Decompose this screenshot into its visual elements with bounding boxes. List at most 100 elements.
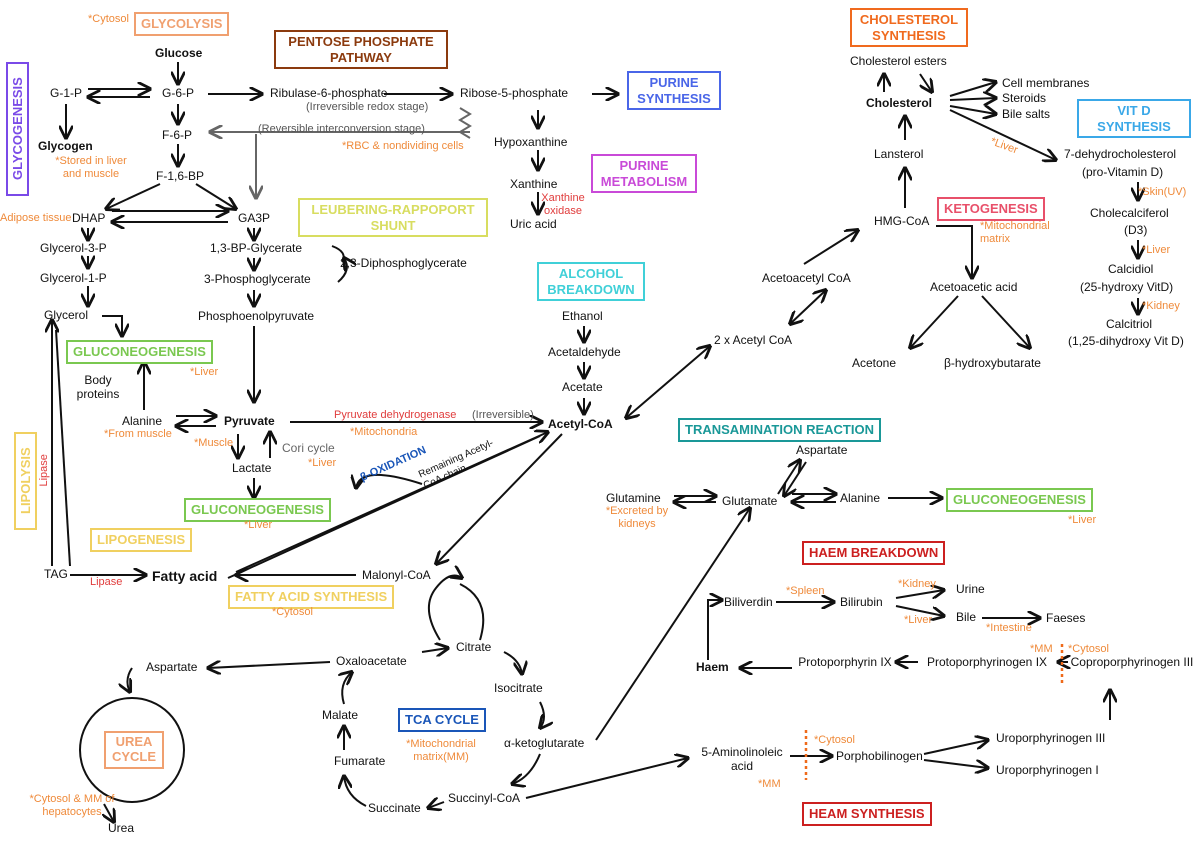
fatty-acid-node: Fatty acid: [152, 568, 218, 584]
vitd-synthesis-title: VIT D SYNTHESIS: [1077, 99, 1191, 139]
tag-node: TAG: [44, 567, 68, 581]
glycerol-3p-node: Glycerol-3-P: [40, 241, 107, 255]
pyruvate-node: Pyruvate: [224, 414, 275, 428]
vitd-kidney-note: *Kidney: [1142, 300, 1180, 312]
gluconeo-liver-note-2: *Liver: [244, 519, 273, 531]
ribulase-node: Ribulase-6-phosphate: [270, 86, 388, 100]
porphobilinogen-node: Porphobilinogen: [836, 749, 923, 763]
leubering-rappoport-title: LEUBERING-RAPPOPORT SHUNT: [298, 198, 488, 238]
mm-synthesis-note: *MM: [758, 778, 781, 790]
aspartate-urea-node: Aspartate: [146, 660, 198, 674]
remaining-acetyl-coa-note: Remaining Acetyl-CoA chain: [417, 437, 496, 492]
dpg23-node: 2,3-Diphosphoglycerate: [340, 256, 467, 270]
adipose-tissue-note: Adipose tissue: [0, 212, 72, 224]
glycolysis-location-note: *Cytosol: [88, 13, 129, 25]
bile-node: Bile: [956, 610, 977, 624]
acetone-node: Acetone: [852, 356, 897, 370]
lipase-note: Lipase: [90, 576, 123, 588]
mitochondria-note: *Mitochondria: [350, 426, 418, 438]
lansterol-node: Lansterol: [874, 147, 924, 161]
xanthine-oxidase-note: Xanthine oxidase: [541, 192, 585, 217]
rbc-note: *RBC & nondividing cells: [342, 140, 464, 152]
cholesterol-esters-node: Cholesterol esters: [850, 54, 947, 68]
pentose-phosphate-title: PENTOSE PHOSPHATE PATHWAY: [274, 30, 448, 70]
hypoxanthine-node: Hypoxanthine: [494, 135, 568, 149]
heam-synthesis-title: HEAM SYNTHESIS: [802, 802, 932, 826]
cholesterol-synthesis-title: CHOLESTEROL SYNTHESIS: [850, 8, 968, 48]
xanthine-node: Xanthine: [510, 177, 558, 191]
glucose-node: Glucose: [155, 46, 203, 60]
fatty-acid-synthesis-location-note: *Cytosol: [272, 606, 313, 618]
cholecalciferol-node: Cholecalciferol: [1090, 206, 1169, 220]
glycerol-node: Glycerol: [44, 308, 89, 322]
gluconeogenesis-title-3: GLUCONEOGENESIS: [946, 488, 1093, 512]
pep-node: Phosphoenolpyruvate: [198, 309, 315, 323]
cytosol-synthesis-note: *Cytosol: [814, 734, 855, 746]
ethanol-node: Ethanol: [562, 309, 603, 323]
biliverdin-node: Biliverdin: [724, 595, 773, 609]
bpg13-node: 1,3-BP-Glycerate: [210, 241, 303, 255]
calcitriol-node: Calcitriol: [1106, 317, 1153, 331]
fumarate-node: Fumarate: [334, 754, 386, 768]
excreted-kidneys-note: *Excreted by kidneys: [605, 505, 669, 530]
intestine-note: *Intestine: [986, 622, 1032, 634]
malonyl-coa-node: Malonyl-CoA: [362, 568, 431, 582]
f16bp-node: F-1,6-BP: [156, 169, 205, 183]
haem-breakdown-title: HAEM BREAKDOWN: [802, 541, 946, 565]
kidney-haem-note: *Kidney: [898, 578, 936, 590]
gluconeo-liver-note-3: *Liver: [1068, 514, 1097, 526]
tca-cycle-title: TCA CYCLE: [398, 708, 486, 732]
bile-salts-node: Bile salts: [1002, 107, 1051, 121]
gluconeo-liver-note-1: *Liver: [190, 366, 219, 378]
provitamin-d-node: (pro-Vitamin D): [1082, 165, 1164, 179]
gluconeogenesis-title-2: GLUCONEOGENESIS: [184, 498, 331, 522]
isocitrate-node: Isocitrate: [494, 681, 543, 695]
dihydroxy-node: (1,25-dihydroxy Vit D): [1068, 334, 1184, 348]
dhap-node: DHAP: [72, 211, 106, 225]
succinate-node: Succinate: [368, 801, 421, 815]
hmg-coa-node: HMG-CoA: [874, 214, 930, 228]
dehydrocholesterol-node: 7-dehydrocholesterol: [1064, 147, 1177, 161]
succinyl-coa-node: Succinyl-CoA: [448, 791, 521, 805]
g6p-node: G-6-P: [162, 86, 195, 100]
urea-cycle-title: UREA CYCLE: [104, 731, 164, 769]
pg3-node: 3-Phosphoglycerate: [204, 272, 311, 286]
gluconeogenesis-title-1: GLUCONEOGENESIS: [66, 340, 213, 364]
uric-acid-node: Uric acid: [510, 217, 557, 231]
tca-location-note: *Mitochondrial matrix(MM): [406, 738, 476, 763]
protoporphyrin-node: Protoporphyrin IX: [798, 655, 892, 669]
acetate-node: Acetate: [562, 380, 603, 394]
calcidiol-node: Calcidiol: [1108, 262, 1154, 276]
liver-haem-note: *Liver: [904, 614, 933, 626]
urine-node: Urine: [956, 582, 985, 596]
glycogen-location-note: *Stored in liver and muscle: [55, 155, 127, 180]
alanine-node: Alanine: [122, 414, 163, 428]
beta-hydroxybutarate-node: β-hydroxybutarate: [944, 356, 1041, 370]
uroporphyrinogen-3-node: Uroporphyrinogen III: [996, 731, 1106, 745]
reversible-interconversion-note: (Reversible interconversion stage): [258, 123, 425, 135]
ribose-node: Ribose-5-phosphate: [460, 86, 569, 100]
irreversible-redox-note: (Irreversible redox stage): [306, 101, 429, 113]
faeses-node: Faeses: [1046, 611, 1086, 625]
glutamate-node: Glutamate: [722, 494, 778, 508]
lactate-node: Lactate: [232, 461, 272, 475]
g1p-node: G-1-P: [50, 86, 83, 100]
ketogenesis-title: KETOGENESIS: [937, 197, 1045, 221]
bilirubin-node: Bilirubin: [840, 595, 883, 609]
irreversible-note: (Irreversible): [472, 409, 534, 421]
skin-uv-note: *Skin(UV): [1138, 186, 1187, 198]
coproporphyrinogen-node: Coproporphyrinogen III: [1070, 655, 1194, 669]
urea-location-note: *Cytosol & MM of hepatocytes: [29, 793, 115, 818]
acetyl-coa-node: Acetyl-CoA: [548, 417, 613, 431]
hydroxy-25-node: (25-hydroxy VitD): [1080, 280, 1174, 294]
glycerol-1p-node: Glycerol-1-P: [40, 271, 107, 285]
aspartate-transamination-node: Aspartate: [796, 443, 848, 457]
cytosol-haem-note: *Cytosol: [1068, 643, 1109, 655]
glutamine-node: Glutamine: [606, 491, 661, 505]
spleen-note: *Spleen: [786, 585, 825, 597]
mm-haem-note: *MM: [1030, 643, 1053, 655]
cholesterol-liver-note: *Liver: [988, 135, 1020, 157]
cholesterol-node: Cholesterol: [866, 96, 933, 110]
acetaldehyde-node: Acetaldehyde: [548, 345, 621, 359]
steroids-node: Steroids: [1002, 91, 1047, 105]
